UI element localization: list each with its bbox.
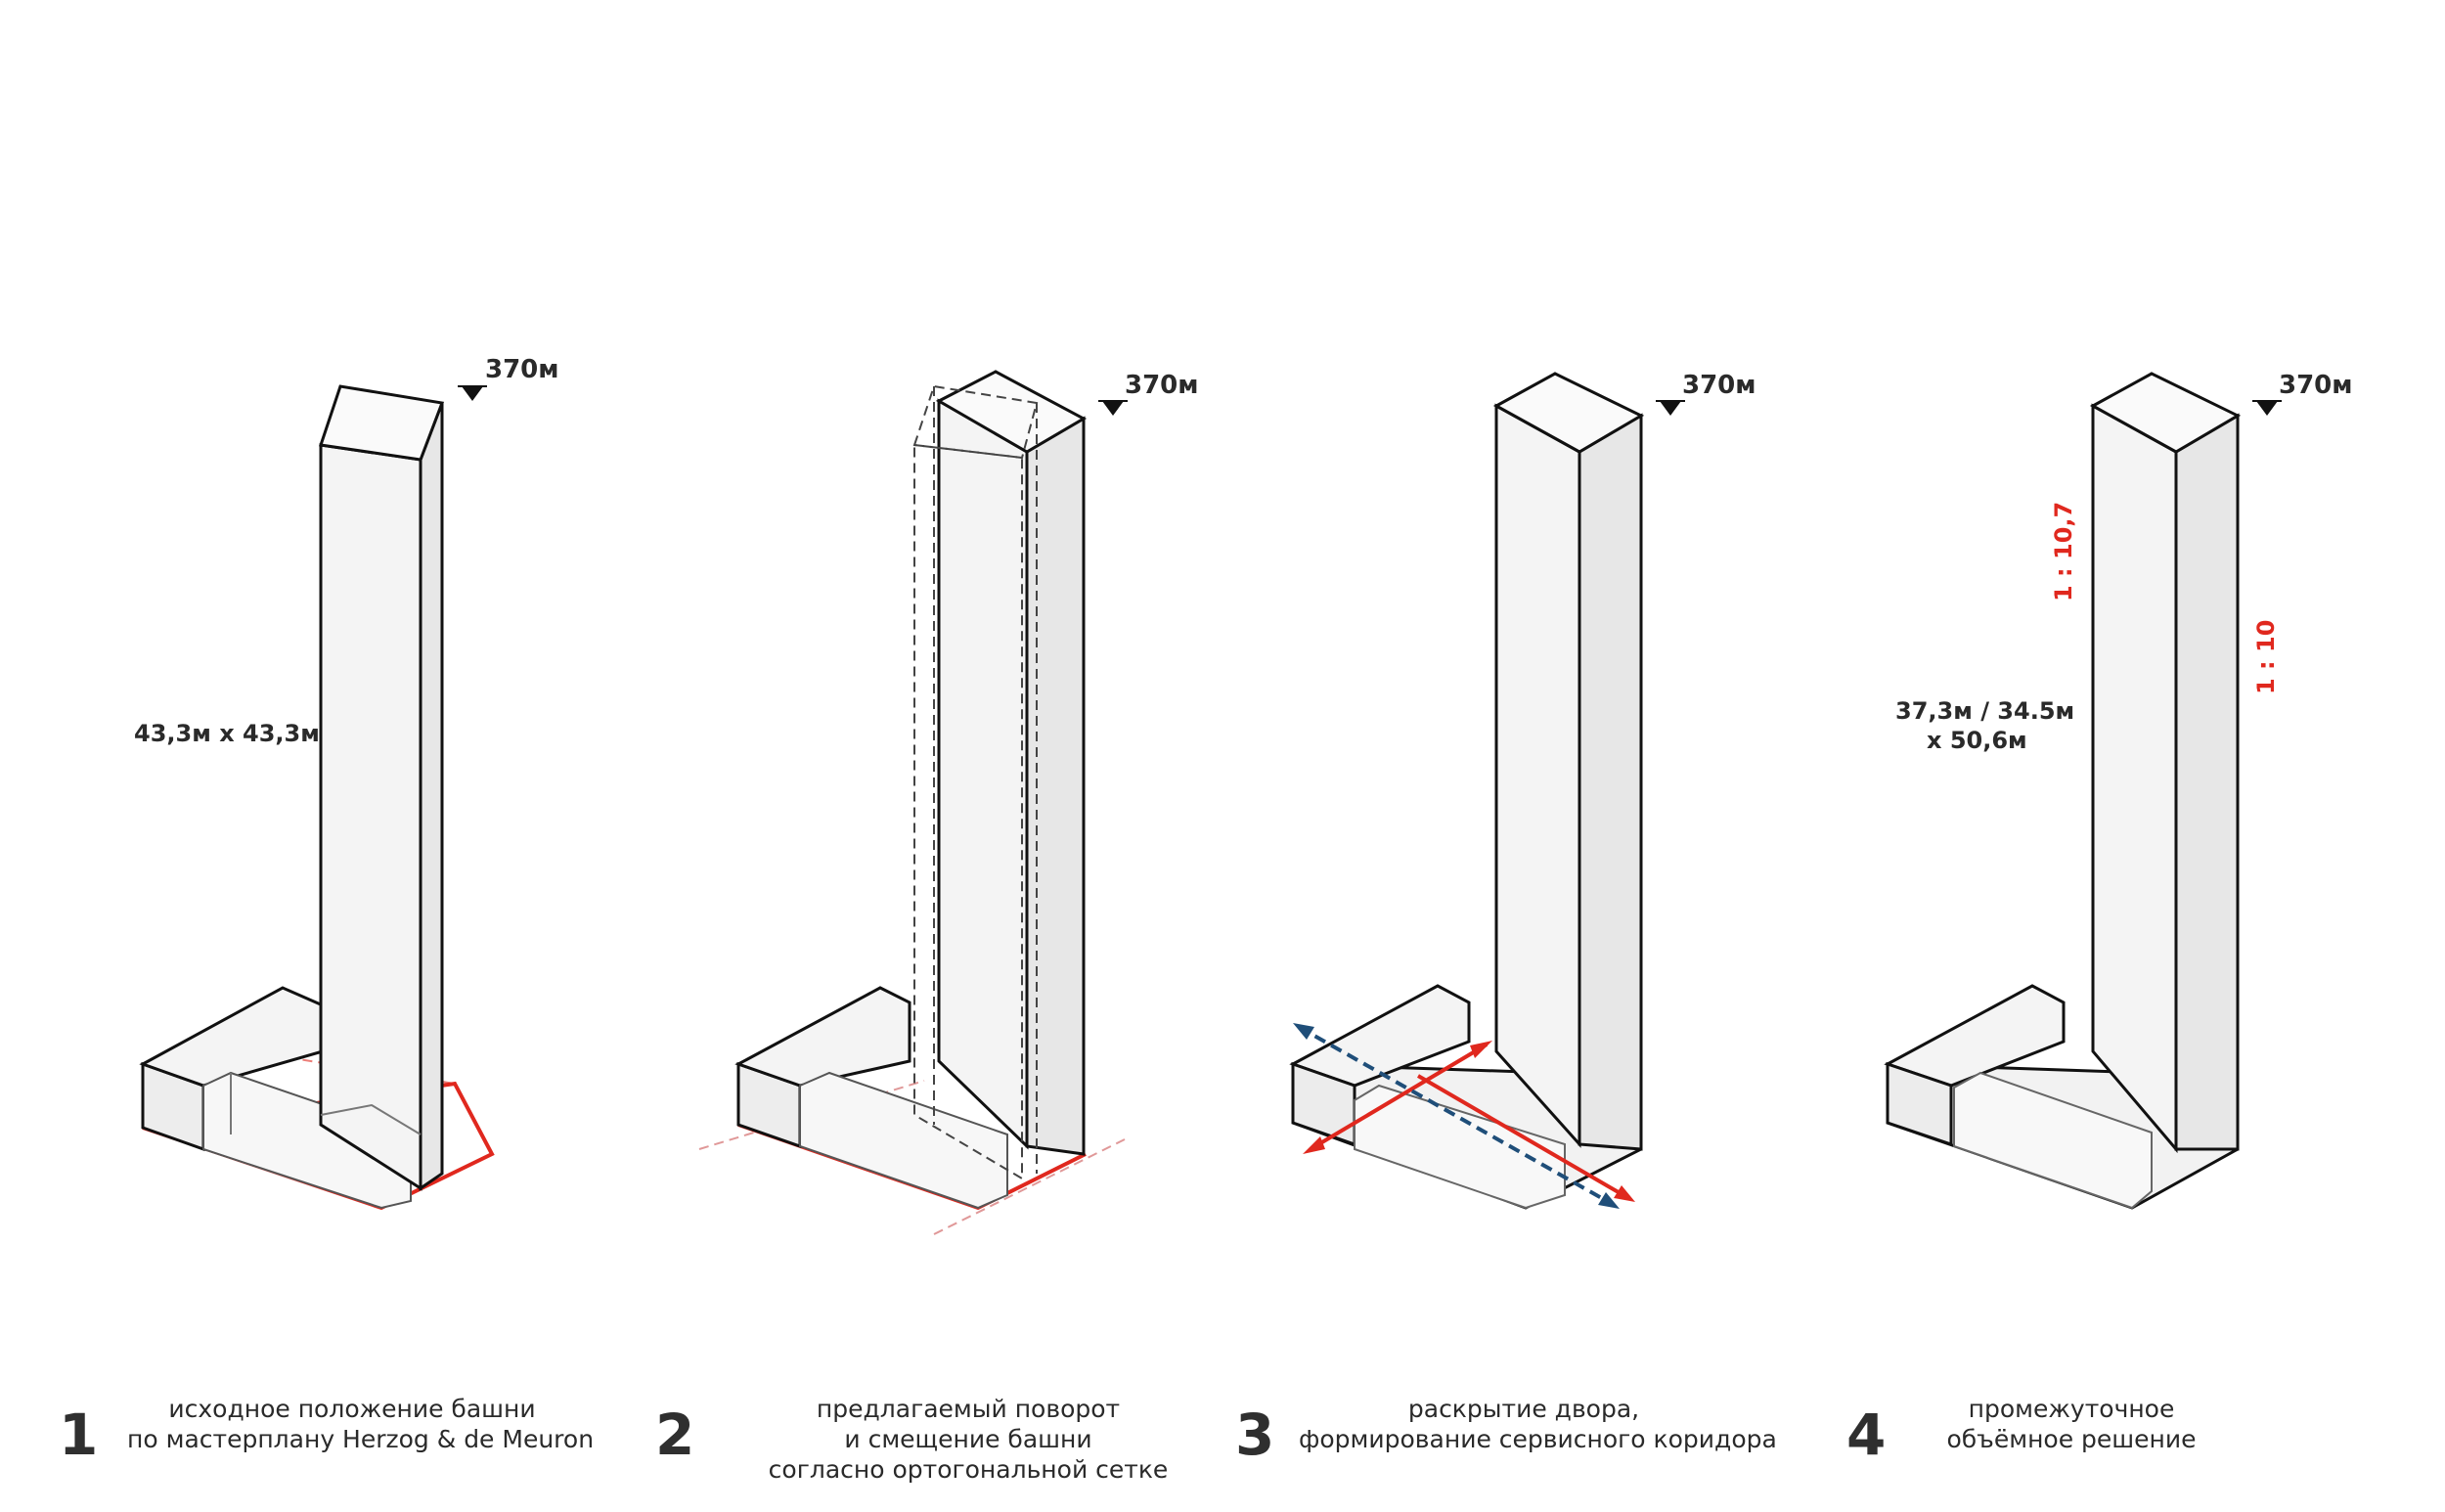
service-corridor-arrow-blue <box>1298 1025 1615 1207</box>
height-mark-3: 370м <box>1682 371 1756 400</box>
tower-side-face <box>419 402 444 1191</box>
dimension-label-4-line2: x 50,6м <box>1927 727 2027 754</box>
tower-front-face <box>1494 403 1581 1148</box>
step-number: 1 <box>59 1401 99 1468</box>
level-marker-icon <box>2256 401 2278 416</box>
level-marker-icon <box>1660 401 1681 416</box>
caption-line: согласно ортогональной сетке <box>768 1455 1169 1484</box>
podium-inner-block <box>799 1071 1008 1210</box>
step-number: 3 <box>1235 1401 1275 1468</box>
arrowhead-icon <box>1293 1023 1314 1040</box>
service-block <box>1354 1084 1566 1210</box>
dimension-label-4-line1: 37,3м / 34.5м <box>1895 697 2074 725</box>
height-mark-4: 370м <box>2279 371 2353 400</box>
caption-line: раскрытие двора, <box>1407 1395 1640 1423</box>
caption-line: по мастерплану Herzog & de Meuron <box>127 1425 595 1453</box>
ratio-side-label: 1 : 10 <box>2252 620 2280 694</box>
arrowhead-icon <box>1598 1192 1620 1209</box>
ratio-front-label: 1 : 10,7 <box>2050 502 2077 601</box>
courtyard-arrow-red <box>1416 1074 1630 1200</box>
caption-line: объёмное решение <box>1946 1425 2197 1453</box>
height-mark-2: 370м <box>1125 371 1199 400</box>
diagram-4: 370м 37,3м / 34.5м x 50,6м 1 : 10,7 1 : … <box>1884 371 2353 1210</box>
caption-text: предлагаемый поворот и смещение башни со… <box>743 1394 1193 1485</box>
caption-line: предлагаемый поворот <box>816 1395 1121 1423</box>
height-mark-1: 370м <box>485 355 559 384</box>
tower-side-face <box>1025 416 1086 1156</box>
tower-side-face <box>2174 413 2240 1151</box>
dimension-label-1: 43,3м x 43,3м <box>134 720 320 747</box>
tower-base-notch <box>320 1103 422 1135</box>
arrowhead-icon <box>1470 1041 1492 1058</box>
level-marker-icon <box>462 386 483 401</box>
podium-top <box>139 986 325 1088</box>
tower-front-face <box>2091 403 2178 1154</box>
podium-left-face <box>1886 1061 1953 1147</box>
arrowhead-icon <box>1614 1185 1635 1202</box>
caption-text: исходное положение башни по мастерплану … <box>127 1394 595 1454</box>
diagram-2: 370м <box>698 370 1199 1235</box>
caption-line: и смещение башни <box>844 1425 1092 1453</box>
step-number: 2 <box>655 1401 695 1468</box>
caption-text: промежуточное объёмное решение <box>1846 1394 2296 1454</box>
caption-line: формирование сервисного коридора <box>1299 1425 1777 1453</box>
caption-line: исходное положение башни <box>168 1395 536 1423</box>
podium-top <box>734 986 911 1088</box>
step-number: 4 <box>1846 1401 1887 1468</box>
service-block <box>1953 1071 2153 1210</box>
level-marker-icon <box>1102 401 1124 416</box>
tower-top <box>319 384 445 462</box>
tower-front-face <box>937 398 1029 1150</box>
grid-guide-line <box>933 1138 1126 1235</box>
tower-side-face <box>1578 413 1643 1151</box>
tower-top <box>935 370 1088 454</box>
courtyard-arrow-red <box>1309 1043 1489 1151</box>
diagram-1: 370м 43,3м x 43,3м <box>134 355 559 1211</box>
diagram-3: 370м <box>1289 371 1756 1210</box>
arrowhead-icon <box>1303 1136 1325 1154</box>
tower-front-face <box>319 443 422 1191</box>
tower-top <box>2089 372 2242 454</box>
tower-top <box>1492 372 1645 454</box>
caption-line: промежуточное <box>1968 1395 2175 1423</box>
caption-text: раскрытие двора, формирование сервисного… <box>1299 1394 1777 1454</box>
